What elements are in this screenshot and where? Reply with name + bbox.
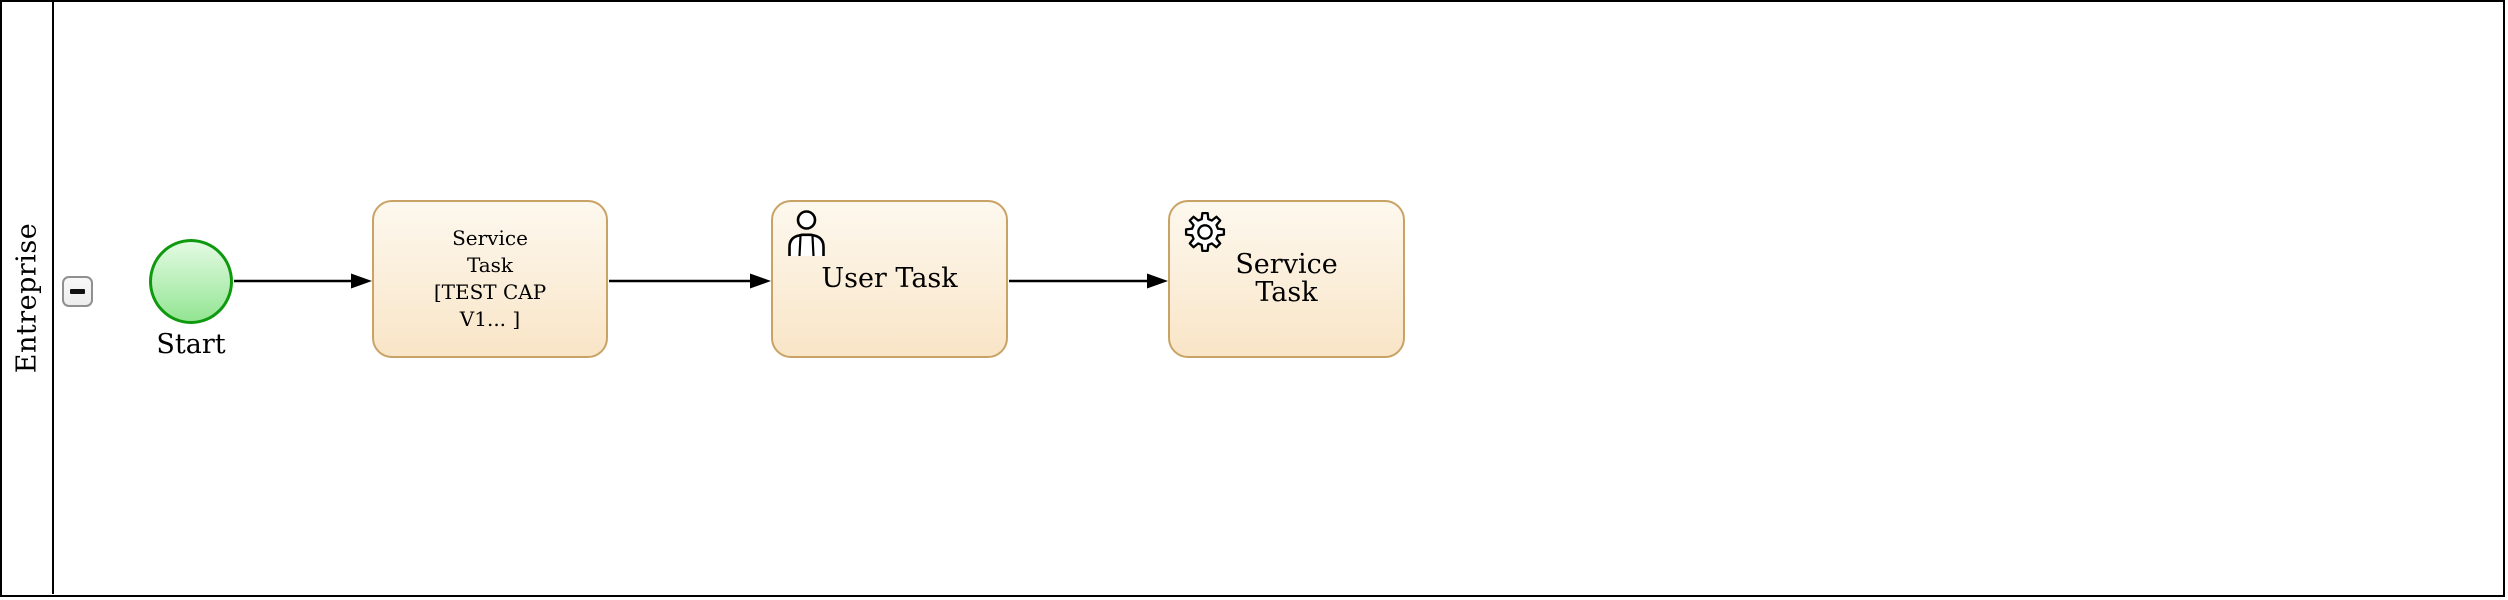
gear-icon [1184, 211, 1226, 253]
task-service-2[interactable]: Service Task [1168, 200, 1405, 358]
start-event[interactable] [149, 239, 233, 324]
sequence-flow-start-to-task1[interactable] [234, 273, 372, 289]
start-event-label: Start [156, 329, 226, 360]
task-label: Service Task [1235, 249, 1338, 308]
task-service-1[interactable]: Service Task [TEST CAP V1... ] [372, 200, 608, 358]
user-icon [788, 210, 825, 257]
task-label: User Task [821, 263, 958, 294]
sequence-flow-task2-to-task3[interactable] [1009, 273, 1168, 289]
pool-name-band[interactable]: Entreprise [2, 2, 54, 594]
collapse-button[interactable] [62, 276, 93, 307]
minus-icon [70, 289, 85, 294]
task-user[interactable]: User Task [771, 200, 1008, 358]
sequence-flow-task1-to-task2[interactable] [609, 273, 771, 289]
task-label: Service Task [TEST CAP V1... ] [433, 226, 547, 331]
